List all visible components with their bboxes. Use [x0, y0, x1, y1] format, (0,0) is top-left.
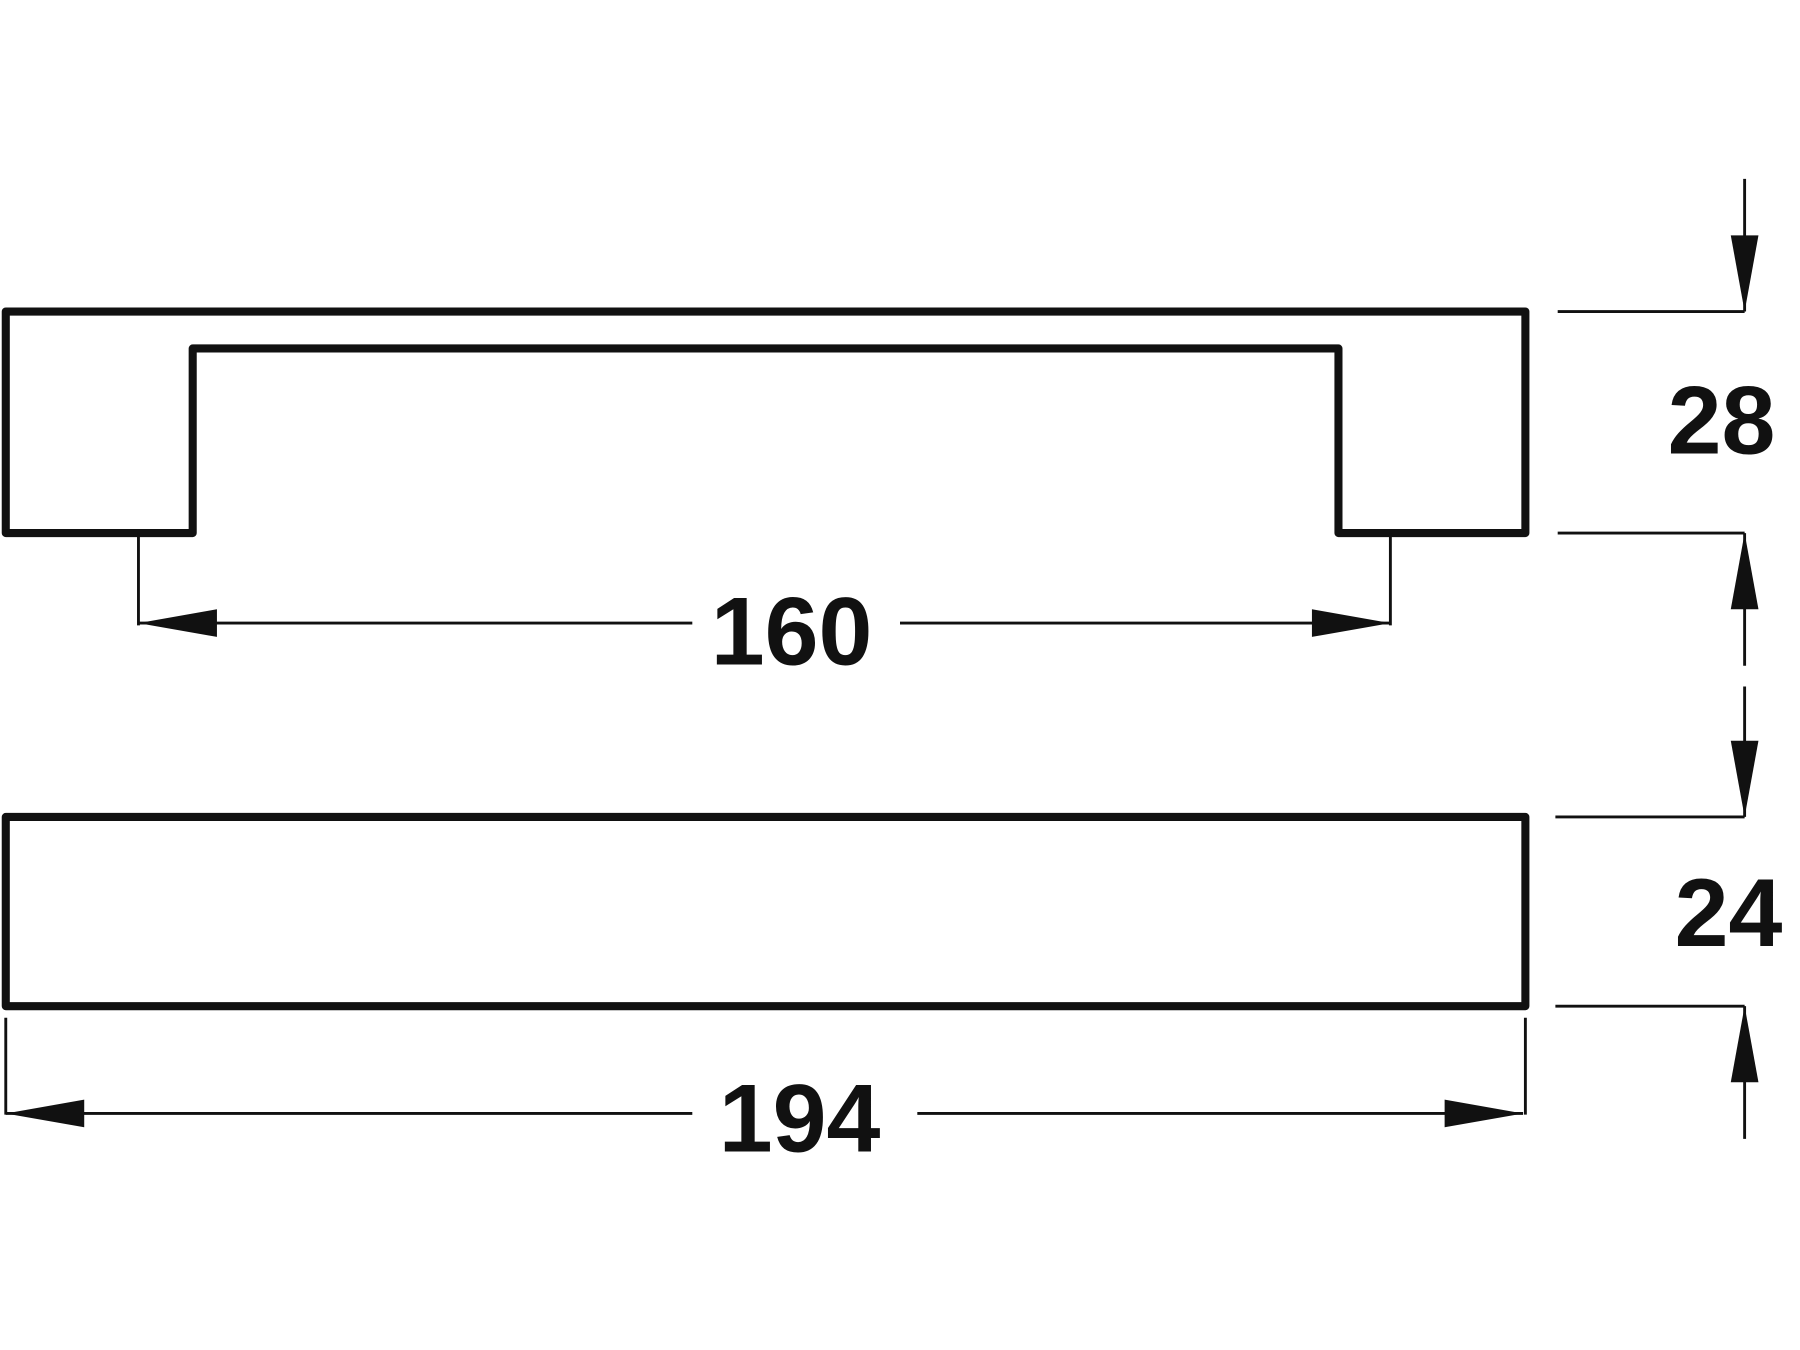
dimension-width: 24 — [1555, 686, 1783, 1139]
handle-side-view — [1, 307, 1530, 538]
dimension-hole-centres: 160 — [137, 533, 1392, 686]
dimension-overall-length: 194 — [4, 1017, 1527, 1173]
dimension-label-160: 160 — [711, 577, 873, 686]
dimension-height: 28 — [1557, 178, 1776, 666]
dimension-label-24: 24 — [1675, 858, 1783, 967]
dimension-label-194: 194 — [719, 1064, 881, 1173]
handle-top-view — [1, 812, 1530, 1011]
dimension-label-28: 28 — [1668, 365, 1776, 474]
